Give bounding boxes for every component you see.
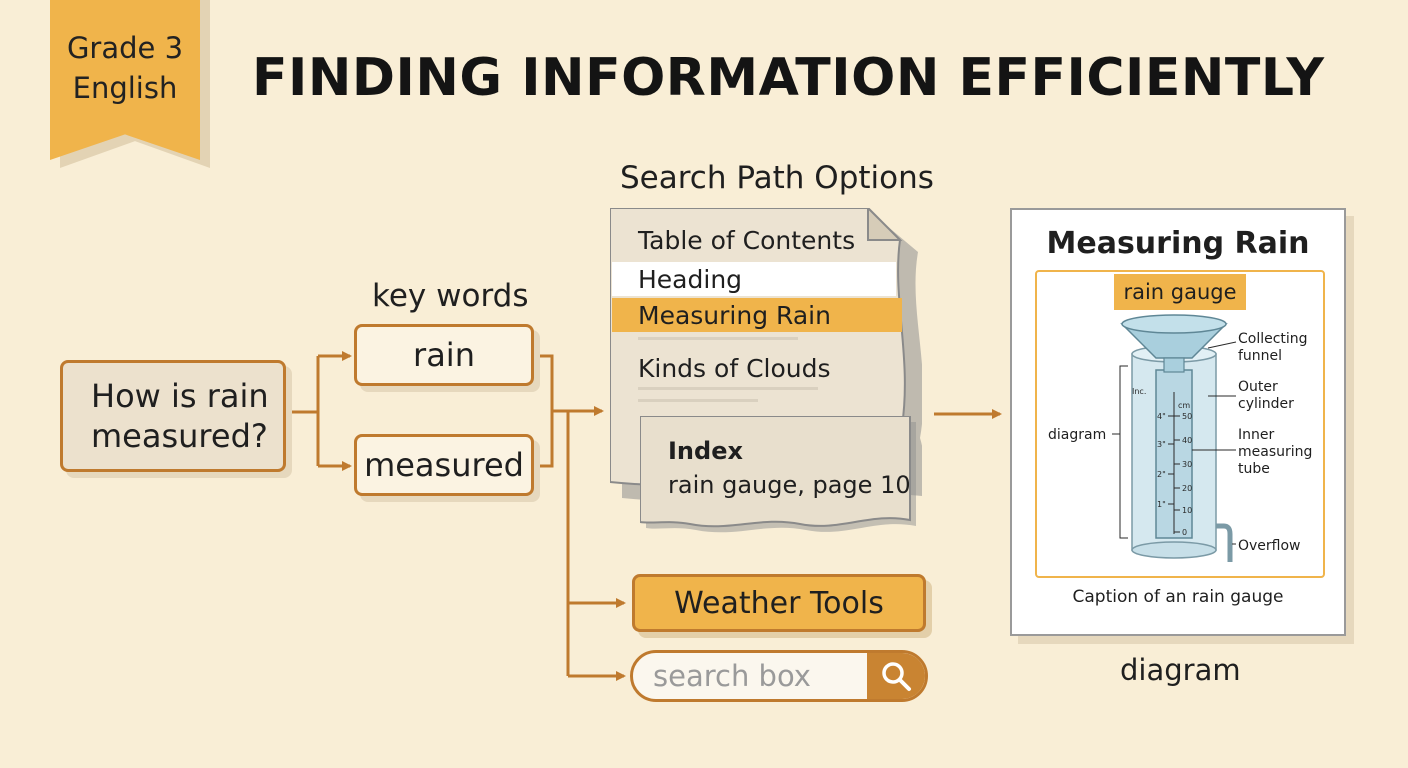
index-entry[interactable]: rain gauge, page 10 [668, 471, 911, 499]
toc-item-kinds-of-clouds[interactable]: Kinds of Clouds [638, 354, 831, 383]
index-card [640, 416, 911, 528]
inch-tick-3: 3" [1157, 440, 1166, 449]
figure-title: Measuring Rain [1046, 226, 1310, 261]
grade-banner-text: Grade 3 English [50, 28, 200, 108]
inch-header: Inc. [1132, 387, 1146, 396]
callout-overflow: Overflow [1238, 538, 1301, 554]
toc-placeholder-line [638, 399, 758, 402]
figure-caption: Caption of an rain gauge [1072, 587, 1284, 607]
rain-gauge-diagram: Inc. cm 4" 3" 2" 1" 50 40 30 20 10 0 dia… [1048, 314, 1312, 562]
inch-tick-2: 2" [1157, 470, 1166, 479]
cm-tick-40: 40 [1182, 436, 1192, 445]
toc-placeholder-line [638, 387, 818, 390]
cm-tick-20: 20 [1182, 484, 1192, 493]
cm-tick-0: 0 [1182, 528, 1187, 537]
banner-line-subject: English [72, 71, 178, 105]
question-line-1: How is rain [91, 377, 269, 415]
question-line-2: measured? [91, 417, 268, 455]
callout-outer-line1: Outer [1238, 379, 1278, 395]
toc-row-heading-bg [612, 262, 896, 296]
callout-funnel-line1: Collecting [1238, 331, 1308, 347]
key-words-label: key words [372, 278, 529, 314]
cm-tick-10: 10 [1182, 506, 1192, 515]
keyword-measured: measured [354, 434, 534, 496]
callout-inner-line1: Inner [1238, 427, 1274, 443]
toc-item-heading[interactable]: Heading [638, 265, 743, 294]
toc-row-highlight-bg [612, 298, 902, 332]
toc-title: Table of Contents [638, 226, 856, 255]
search-box [630, 650, 928, 702]
figure-frame [1035, 270, 1325, 578]
search-icon [882, 662, 911, 691]
cm-header: cm [1178, 401, 1190, 410]
search-path-heading: Search Path Options [620, 160, 934, 196]
index-title: Index [668, 437, 743, 465]
diagram-bracket [1119, 365, 1128, 539]
cm-tick-50: 50 [1182, 412, 1192, 421]
rain-gauge-tag: rain gauge [1114, 274, 1246, 310]
banner-line-grade: Grade 3 [66, 31, 184, 65]
question-box: How is rain measured? [60, 360, 286, 472]
page-title: FINDING INFORMATION EFFICIENTLY [252, 48, 1325, 108]
toc-item-measuring-rain[interactable]: Measuring Rain [638, 301, 831, 330]
callout-inner-line2: measuring [1238, 444, 1312, 460]
diagram-footer-label: diagram [1120, 653, 1241, 687]
callout-funnel-line2: funnel [1238, 348, 1282, 364]
cm-tick-30: 30 [1182, 460, 1192, 469]
diagram-side-label: diagram [1048, 427, 1106, 443]
grade-banner [50, 0, 200, 160]
inch-tick-4: 4" [1157, 412, 1166, 421]
callout-outer-line2: cylinder [1238, 396, 1294, 412]
toc-divider [638, 337, 798, 340]
search-input[interactable] [633, 653, 873, 699]
weather-tools-button[interactable]: Weather Tools [632, 574, 926, 632]
callout-inner-line3: tube [1238, 461, 1270, 477]
overflow-pipe-shape [1216, 523, 1233, 562]
search-button[interactable] [867, 653, 925, 699]
keyword-rain: rain [354, 324, 534, 386]
inch-tick-1: 1" [1157, 500, 1166, 509]
